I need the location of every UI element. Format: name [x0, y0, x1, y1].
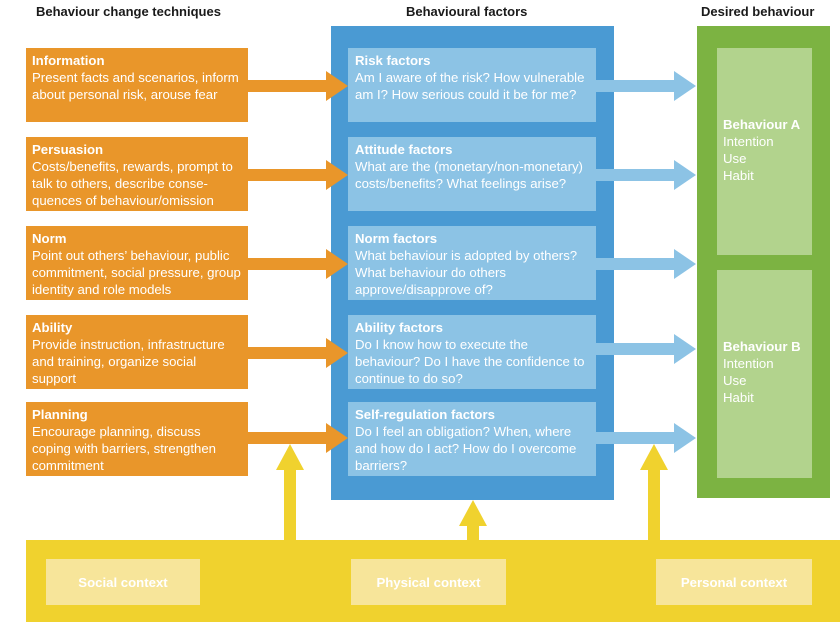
technique-title: Information [32, 53, 105, 68]
arrow-context-to-factors [459, 500, 487, 540]
technique-title: Norm [32, 231, 67, 246]
technique-box-ability: Ability Provide instruction, infrastruct… [26, 315, 248, 389]
technique-box-norm: Norm Point out others’ behaviour, public… [26, 226, 248, 300]
header-factors: Behavioural factors [406, 4, 528, 19]
technique-text: Point out others’ behaviour, public comm… [32, 248, 241, 297]
technique-text: Provide instruction, infrastructure and … [32, 337, 225, 386]
behaviour-title: Behaviour A [723, 117, 801, 132]
technique-box-planning: Planning Encourage planning, discuss cop… [26, 402, 248, 476]
header-techniques: Behaviour change techniques [36, 4, 221, 19]
factor-title: Norm factors [355, 231, 438, 246]
arrow-self-regulation-to-behaviour [596, 423, 696, 453]
arrow-ability-to-ability [248, 338, 348, 368]
behaviour-box-a: Behaviour A Intention Use Habit [717, 48, 812, 255]
technique-text: Present facts and scenarios, inform abou… [32, 70, 239, 102]
factor-text: What are the (monetary/non-monetary) cos… [355, 159, 583, 191]
context-box-social: Social context [46, 559, 200, 605]
arrow-planning-to-self-regulation [248, 423, 348, 453]
behaviour-item: Intention [723, 356, 774, 371]
arrow-context-to-techniques [276, 444, 304, 540]
arrow-norm-to-behaviour [596, 249, 696, 279]
factor-title: Attitude factors [355, 142, 453, 157]
context-box-personal: Personal context [656, 559, 812, 605]
factor-text: Am I aware of the risk? How vulnerable a… [355, 70, 585, 102]
arrow-norm-to-norm [248, 249, 348, 279]
behaviour-title: Behaviour B [723, 339, 801, 354]
factor-text: Do I feel an obligation? When, where and… [355, 424, 577, 473]
technique-title: Ability [32, 320, 73, 335]
technique-title: Persuasion [32, 142, 104, 157]
factor-box-self-regulation: Self-regulation factors Do I feel an obl… [348, 402, 596, 476]
behaviour-item: Use [723, 373, 747, 388]
technique-box-information: Information Present facts and scenarios,… [26, 48, 248, 122]
behaviour-item: Use [723, 151, 747, 166]
technique-box-persuasion: Persuasion Costs/benefits, rewards, prom… [26, 137, 248, 211]
technique-text: Encourage planning, discuss coping with … [32, 424, 216, 473]
arrow-persuasion-to-attitude [248, 160, 348, 190]
arrow-attitude-to-behaviour [596, 160, 696, 190]
factor-title: Risk factors [355, 53, 431, 68]
factor-title: Self-regulation factors [355, 407, 495, 422]
behaviour-item: Habit [723, 390, 754, 405]
factor-box-risk: Risk factors Am I aware of the risk? How… [348, 48, 596, 122]
technique-text: Costs/benefits, rewards, prompt to talk … [32, 159, 233, 208]
context-box-physical: Physical context [351, 559, 506, 605]
arrow-ability-to-behaviour [596, 334, 696, 364]
behaviour-item: Habit [723, 168, 754, 183]
factor-box-ability: Ability factors Do I know how to execute… [348, 315, 596, 389]
technique-title: Planning [32, 407, 88, 422]
arrow-context-to-behaviour [640, 444, 668, 540]
factor-box-attitude: Attitude factors What are the (monetary/… [348, 137, 596, 211]
arrow-information-to-risk [248, 71, 348, 101]
behaviour-box-b: Behaviour B Intention Use Habit [717, 270, 812, 478]
factor-text: Do I know how to execute the behaviour? … [355, 337, 585, 386]
behaviour-item: Intention [723, 134, 774, 149]
arrow-risk-to-behaviour [596, 71, 696, 101]
factor-title: Ability factors [355, 320, 443, 335]
factor-box-norm: Norm factors What behaviour is adopted b… [348, 226, 596, 300]
header-desired: Desired behaviour [701, 4, 815, 19]
factor-text: What behaviour is adopted by others? Wha… [355, 248, 578, 297]
